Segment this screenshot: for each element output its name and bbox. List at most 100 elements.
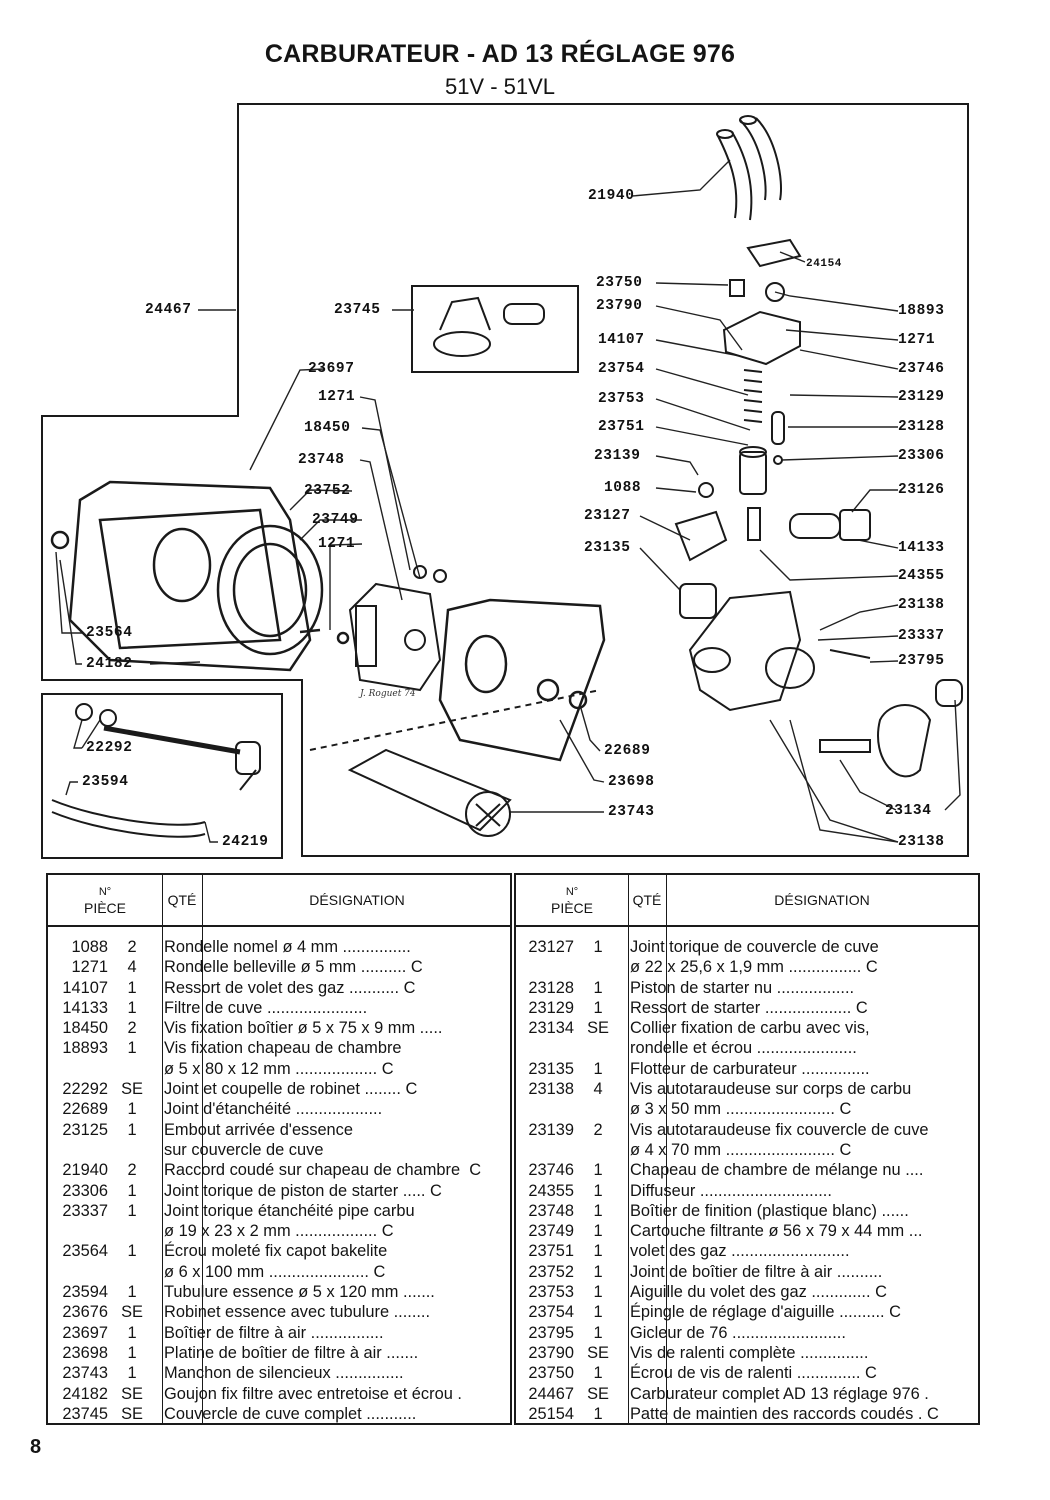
part-designation: Robinet essence avec tubulure ........	[164, 1303, 431, 1322]
part-number: 24467	[528, 1384, 574, 1403]
callout-24355: 24355	[898, 568, 945, 584]
part-number: 23676	[62, 1303, 108, 1322]
part-designation: Chapeau de chambre de mélange nu ....	[630, 1161, 924, 1180]
callout-23138-bottom: 23138	[898, 834, 945, 850]
callout-23698: 23698	[608, 774, 655, 790]
part-designation: Écrou de vis de ralenti .............. C	[630, 1364, 877, 1383]
part-number: 22292	[62, 1080, 108, 1099]
part-designation: Embout arrivée d'essence	[164, 1120, 353, 1139]
part-number: 23138	[528, 1080, 574, 1099]
part-designation: rondelle et écrou ......................	[630, 1039, 857, 1058]
part-number: 21940	[62, 1161, 108, 1180]
page-subtitle: 51V - 51VL	[444, 74, 556, 99]
table-row: 23743 1 Manchon de silencieux ............…	[48, 1363, 510, 1383]
part-number: 23743	[62, 1364, 108, 1383]
part-quantity: 1	[127, 1364, 137, 1383]
part-quantity: 1	[593, 1161, 603, 1180]
callout-18893: 18893	[898, 303, 945, 319]
part-quantity: 1	[593, 1364, 603, 1383]
part-quantity: 1	[127, 978, 137, 997]
callout-24154: 24154	[806, 258, 843, 270]
part-designation: Couvercle de cuve complet ...........	[164, 1404, 417, 1423]
header-designation: DÉSIGNATION	[309, 892, 405, 908]
header-num: N° PIÈCE	[550, 886, 593, 916]
diagram-frame	[41, 103, 969, 857]
part-designation: sur couvercle de cuve	[164, 1140, 324, 1159]
callout-23749: 23749	[312, 512, 359, 528]
part-number: 24182	[62, 1384, 108, 1403]
part-number: 23139	[528, 1120, 574, 1139]
part-designation: ø 22 x 25,6 x 1,9 mm ................ C	[630, 958, 878, 977]
part-quantity: 1	[593, 1242, 603, 1261]
part-designation: Flotteur de carburateur ...............	[630, 1059, 870, 1078]
part-number: 23129	[528, 998, 574, 1017]
part-quantity: 1	[593, 1303, 603, 1322]
part-designation: Filtre de cuve ......................	[164, 998, 368, 1017]
callout-23754: 23754	[598, 361, 645, 377]
part-quantity: 2	[127, 1019, 137, 1038]
part-quantity: 1	[593, 1222, 603, 1241]
part-number: 23753	[528, 1283, 574, 1302]
callout-23795: 23795	[898, 653, 945, 669]
header-num: N° PIÈCE	[83, 886, 126, 916]
part-quantity: 1	[593, 1404, 603, 1423]
part-designation: Vis fixation chapeau de chambre	[164, 1039, 402, 1058]
part-quantity: 1	[593, 1262, 603, 1281]
part-designation: Vis autotaraudeuse sur corps de carbu	[630, 1080, 912, 1099]
callout-18450: 18450	[304, 420, 351, 436]
header-qty: QTÉ	[167, 892, 197, 908]
part-number: 23698	[62, 1343, 108, 1362]
callout-23135: 23135	[584, 540, 631, 556]
part-designation: Patte de maintien des raccords coudés . …	[630, 1404, 939, 1423]
page-title: CARBURATEUR - AD 13 RÉGLAGE 976	[264, 40, 736, 68]
part-quantity: 1	[593, 1283, 603, 1302]
callout-23790: 23790	[596, 298, 643, 314]
callout-24182: 24182	[86, 656, 133, 672]
header-designation: DÉSIGNATION	[774, 892, 870, 908]
part-quantity: 4	[127, 958, 137, 977]
callout-14107: 14107	[598, 332, 645, 348]
callout-21940: 21940	[588, 188, 635, 204]
part-number: 23125	[62, 1120, 108, 1139]
part-designation: Raccord coudé sur chapeau de chambre C	[164, 1161, 482, 1180]
part-quantity: 1	[127, 1201, 137, 1220]
callout-23753: 23753	[598, 391, 645, 407]
callout-22689: 22689	[604, 743, 651, 759]
part-designation: Vis fixation boîtier ø 5 x 75 x 9 mm ...…	[164, 1019, 443, 1038]
part-quantity: 1	[127, 1120, 137, 1139]
part-quantity: 2	[127, 1161, 137, 1180]
part-number: 22689	[62, 1100, 108, 1119]
part-quantity: 1	[593, 1323, 603, 1342]
part-quantity: SE	[121, 1404, 143, 1423]
part-designation: Rondelle nomel ø 4 mm ...............	[164, 938, 411, 956]
part-number: 18450	[62, 1019, 108, 1038]
inset-box-22292	[41, 693, 283, 859]
part-designation: Épingle de réglage d'aiguille ..........…	[630, 1303, 902, 1322]
callout-24467: 24467	[145, 302, 192, 318]
part-designation: Écrou moleté fix capot bakelite	[164, 1242, 388, 1261]
part-quantity: 1	[593, 1181, 603, 1200]
part-quantity: 2	[127, 938, 137, 956]
part-designation: Aiguille du volet des gaz ............. …	[630, 1283, 887, 1302]
part-designation: Boîtier de filtre à air ................	[164, 1323, 384, 1342]
part-number: 23752	[528, 1262, 574, 1281]
part-quantity: SE	[121, 1384, 143, 1403]
table-row: 21940 2 Raccord coudé sur chapeau de chamb…	[48, 1160, 510, 1180]
table-row: 23753 1 Aiguille du volet des gaz ........…	[516, 1282, 978, 1302]
part-number: 23337	[62, 1201, 108, 1220]
part-number: 23790	[528, 1343, 574, 1362]
part-designation: Manchon de silencieux ...............	[164, 1364, 404, 1383]
part-number: 23795	[528, 1323, 574, 1342]
